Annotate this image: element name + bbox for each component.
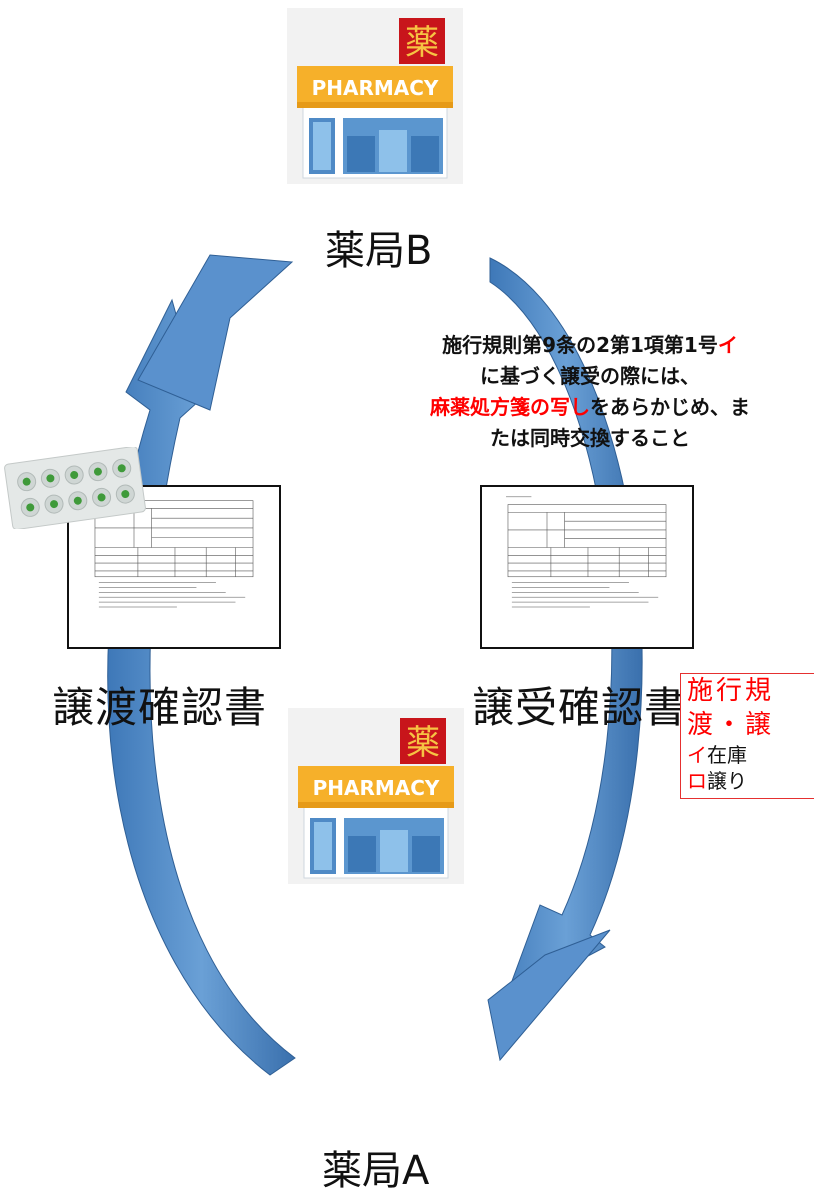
regulation-line2: に基づく譲受の際には、 (480, 364, 700, 388)
curved-arrow-head-icon (137, 254, 294, 411)
pharmacy-store-icon: 薬 PHARMACY (288, 708, 464, 884)
receipt-confirmation-document (480, 485, 694, 649)
pharmacy-b-label: 薬局B (325, 228, 433, 274)
pill-blister-pack-icon (4, 447, 146, 529)
prescription-copy-text: 麻薬処方箋の写し (430, 395, 590, 419)
document-form-icon (506, 496, 667, 608)
svg-text:PHARMACY: PHARMACY (312, 76, 439, 100)
item-i-mark: イ (687, 743, 707, 767)
pharmacy-b-building: 薬 PHARMACY (287, 8, 463, 184)
regulation-summary-box: 施行規 渡・譲 イ在庫 ロ譲り (680, 673, 814, 799)
pill-blister-pack (0, 447, 150, 529)
pharmacy-a-label: 薬局A (322, 1148, 430, 1194)
svg-text:薬: 薬 (406, 723, 440, 763)
item-ro-text: 譲り (707, 769, 747, 793)
svg-text:薬: 薬 (405, 23, 439, 63)
item-i-text: 在庫 (707, 743, 747, 767)
regulation-line3: をあらかじめ、ま (590, 395, 750, 419)
summary-line1: 施行規 (687, 676, 775, 706)
pharmacy-a-building: 薬 PHARMACY (288, 708, 464, 884)
receipt-confirmation-label: 譲受確認書 (472, 683, 688, 732)
item-ro-mark: ロ (687, 769, 707, 793)
pharmacy-store-icon: 薬 PHARMACY (287, 8, 463, 184)
regulation-line1: 施行規則第9条の2第1項第1号 (442, 333, 718, 357)
transfer-confirmation-label: 譲渡確認書 (52, 683, 268, 732)
curved-arrow-head-icon (487, 929, 611, 1062)
document-form-icon (94, 500, 254, 608)
svg-text:PHARMACY: PHARMACY (313, 776, 440, 800)
summary-line2: 渡・譲 (687, 710, 775, 740)
regulation-note: 施行規則第9条の2第1項第1号イ に基づく譲受の際には、 麻薬処方箋の写しをあら… (360, 330, 814, 454)
regulation-line4: たは同時交換すること (490, 426, 690, 450)
regulation-item-mark: イ (717, 333, 738, 357)
